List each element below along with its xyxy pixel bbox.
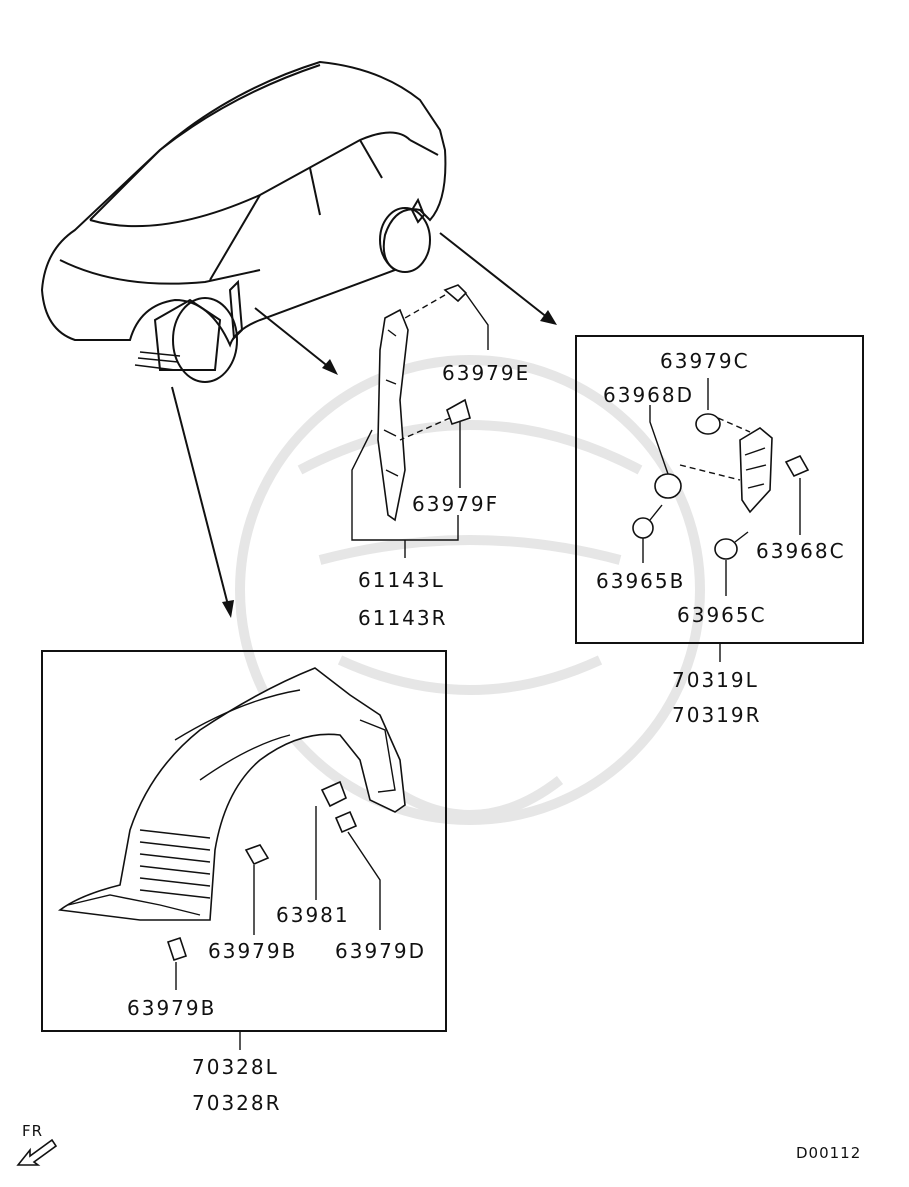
label-61143L: 61143L [358, 568, 445, 592]
label-63968D: 63968D [603, 383, 694, 407]
label-63979B-b: 63979B [127, 996, 216, 1020]
vehicle-outline [40, 60, 447, 383]
label-63979F: 63979F [412, 492, 499, 516]
label-70328L: 70328L [192, 1055, 279, 1079]
label-63979E: 63979E [442, 361, 530, 385]
label-70319R: 70319R [672, 703, 762, 727]
diagram-code: D00112 [796, 1144, 861, 1162]
splash-shield-bracket [351, 284, 489, 558]
label-63979D: 63979D [335, 939, 426, 963]
label-61143R: 61143R [358, 606, 448, 630]
front-arrow-icon [16, 1138, 58, 1166]
label-63965C: 63965C [677, 603, 767, 627]
label-63965B: 63965B [596, 569, 685, 593]
label-63979B-a: 63979B [208, 939, 297, 963]
front-orientation-label: FR [22, 1122, 43, 1140]
label-63968C: 63968C [756, 539, 846, 563]
fender-liner [57, 667, 406, 1050]
label-70319L: 70319L [672, 668, 759, 692]
rear-mudflap-parts [632, 378, 810, 662]
label-63979C: 63979C [660, 349, 750, 373]
label-70328R: 70328R [192, 1091, 282, 1115]
label-63981: 63981 [276, 903, 350, 927]
fender-liner-box [41, 650, 447, 1032]
callout-arrows [171, 232, 557, 618]
